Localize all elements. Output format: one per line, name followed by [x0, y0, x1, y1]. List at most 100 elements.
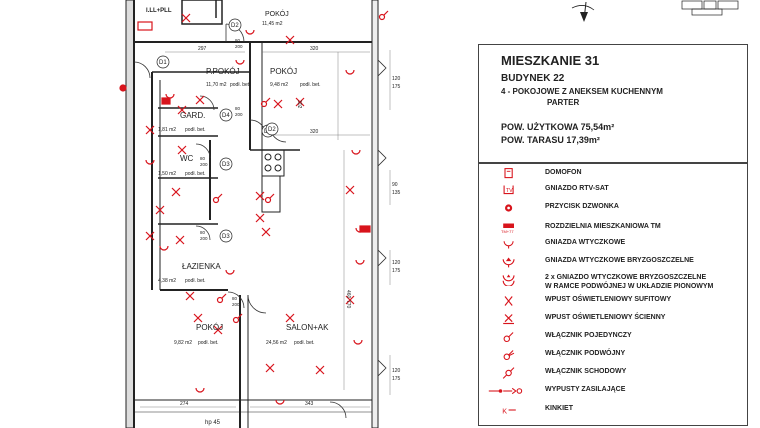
- title-block: MIESZKANIE 31 BUDYNEK 22 4 - POKOJOWE Z …: [478, 44, 748, 164]
- door-size: 200: [200, 236, 208, 241]
- distribution-board-icon: [359, 225, 371, 233]
- single-switch-icon: [378, 13, 386, 21]
- single-switch-icon: [383, 10, 389, 16]
- power-socket-icon: [195, 387, 205, 393]
- ceiling-light-outlet-icon: [295, 97, 305, 107]
- door-swings: [133, 23, 347, 419]
- power-socket-icon: [245, 29, 255, 35]
- legend-item: DOMOFON: [487, 167, 757, 181]
- power-socket-icon: [159, 245, 169, 251]
- ceiling-light-outlet-icon: [285, 35, 295, 45]
- power-socket-icon: [225, 269, 235, 275]
- ceiling-light-outlet-icon: [181, 13, 191, 23]
- single-switch-icon: [260, 100, 268, 108]
- ceiling-light-outlet-icon: [273, 99, 283, 109]
- room-area: 9,48 m2: [270, 82, 288, 88]
- wall-light-outlet-icon: [503, 314, 514, 325]
- legend-label-line2: W RAMCE PODWÓJNEJ W UKŁADZIE PIONOWYM: [545, 283, 714, 290]
- ceiling-light-outlet-icon: [145, 231, 155, 241]
- legend-item: GNIAZDA WTYCZKOWE BRYZGOSZCZELNE: [487, 255, 757, 269]
- door-tag: [219, 229, 233, 243]
- single-switch-icon: [264, 196, 272, 204]
- staircase-switch-icon: [502, 367, 515, 379]
- legend-item: WŁĄCZNIK POJEDYNCZY: [487, 330, 757, 344]
- door-tag: [228, 18, 242, 32]
- wall-lamp-icon: K: [502, 407, 516, 416]
- dimension-label: 302: [296, 100, 302, 109]
- ceiling-light-outlet-icon: [145, 125, 155, 135]
- svg-text:TV: TV: [506, 188, 513, 194]
- building-number: BUDYNEK 22: [501, 73, 565, 84]
- ceiling-light-outlet-icon: [261, 227, 271, 237]
- ceiling-light-outlet-icon: [315, 365, 325, 375]
- room-area: 4,38 m2: [158, 278, 176, 284]
- room-name: ŁAZIENKA: [182, 262, 221, 271]
- dimension-label: 175: [392, 268, 401, 274]
- single-switch-icon: [212, 196, 220, 204]
- power-socket-icon: [355, 259, 365, 265]
- room-floor: podł. bet.: [294, 340, 315, 346]
- door-size: 200: [232, 302, 240, 307]
- dimension-label: 90: [392, 182, 398, 188]
- room-name: P.POKÓJ: [206, 67, 240, 76]
- north-arrow-icon: [571, 1, 595, 22]
- room-area: 24,56 m2: [266, 340, 287, 346]
- circuit-label: I.LL+PLL: [146, 8, 172, 14]
- door-size: 200: [235, 44, 243, 49]
- legend-label: WŁĄCZNIK SCHODOWY: [545, 368, 627, 375]
- svg-text:K: K: [502, 407, 507, 416]
- power-socket-icon: [353, 339, 363, 345]
- room-area: 1,50 m2: [158, 171, 176, 177]
- legend-label: WŁĄCZNIK PODWÓJNY: [545, 350, 626, 357]
- legend-label: GNIAZDA WTYCZKOWE BRYZGOSZCZELNE: [545, 257, 694, 264]
- door-size: 200: [235, 112, 243, 117]
- legend-sublabel: TM+77: [501, 229, 514, 234]
- tv-sat-socket-icon: TV: [503, 185, 514, 195]
- door-size: 80: [235, 106, 241, 111]
- ceiling-light-outlet-icon: [345, 295, 355, 305]
- double-switch-icon: [503, 350, 515, 361]
- dimension-label: 135: [392, 190, 401, 196]
- room-floor: podł. bet.: [198, 340, 219, 346]
- apartment-number: MIESZKANIE 31: [501, 53, 600, 68]
- door-label: D2: [268, 127, 276, 133]
- floor-level: PARTER: [547, 98, 580, 107]
- single-switch-icon: [265, 97, 271, 103]
- dimension-label: 175: [392, 84, 401, 90]
- legend-item: ROZDZIELNIA MIESZKANIOWA TM TM+77: [487, 221, 757, 235]
- room-name: SALON+AK: [286, 323, 329, 332]
- apartment-type: 4 - POKOJOWE Z ANEKSEM KUCHENNYM: [501, 87, 663, 96]
- ceiling-light-outlet-icon: [213, 325, 223, 335]
- room-name: POKÓJ: [270, 67, 297, 76]
- dimension-label: 297: [198, 46, 207, 52]
- legend-label: GNIAZDO RTV-SAT: [545, 185, 609, 192]
- single-switch-icon: [503, 332, 514, 343]
- dimension-label: 343: [305, 401, 314, 407]
- legend-item: WPUST OŚWIETLENIOWY SUFITOWY: [487, 294, 757, 308]
- door-label: D2: [231, 23, 239, 29]
- power-socket-icon: [351, 149, 361, 155]
- single-switch-icon: [237, 313, 243, 319]
- power-socket-icon: [235, 59, 245, 65]
- door-size: 200: [200, 162, 208, 167]
- legend-label: PRZYCISK DZWONKA: [545, 203, 619, 210]
- dimension-label: 274: [180, 401, 189, 407]
- ceiling-light-outlet-icon: [255, 191, 265, 201]
- legend-label: ROZDZIELNIA MIESZKANIOWA TM: [545, 223, 661, 230]
- single-switch-icon: [269, 193, 275, 199]
- door-size: 80: [200, 230, 206, 235]
- legend-label: WPUST OŚWIETLENIOWY SUFITOWY: [545, 296, 672, 303]
- dimension-label: 770: [345, 300, 351, 309]
- room-floor: podł. bet.: [185, 278, 206, 284]
- dimension-label: 320: [310, 46, 319, 52]
- room-area: 11,70 m2: [206, 82, 227, 88]
- door-label: D3: [222, 234, 230, 240]
- door-tag: [265, 122, 279, 136]
- door-label: D4: [222, 113, 230, 119]
- legend-label: WYPUSTY ZASILAJĄCE: [545, 386, 626, 393]
- ceiling-light-outlet-icon: [171, 187, 181, 197]
